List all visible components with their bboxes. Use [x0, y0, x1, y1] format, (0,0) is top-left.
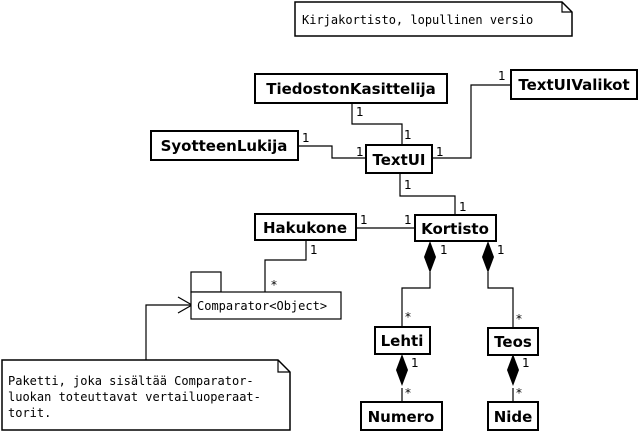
- mult-teos-end: *: [516, 312, 522, 326]
- associations: [145, 84, 514, 403]
- class-name-nide: Nide: [494, 408, 533, 426]
- class-lehti: Lehti: [374, 326, 431, 355]
- class-textui: TextUI: [365, 144, 433, 174]
- class-name-syotteenlukija: SyotteenLukija: [161, 137, 288, 155]
- package-name: Comparator<Object>: [197, 299, 327, 313]
- mult-textui-top-end: 1: [404, 128, 412, 142]
- class-name-numero: Numero: [368, 408, 435, 426]
- package-comparator: Comparator<Object>: [190, 271, 342, 320]
- mult-textuivalikot-end: 1: [498, 69, 506, 83]
- diamond-lehti-numero: [396, 354, 408, 386]
- diamond-kortisto-teos: [482, 241, 494, 273]
- mult-comparator-end: *: [271, 278, 277, 292]
- diamond-teos-nide: [507, 354, 519, 386]
- edge-note-anchor: [145, 304, 192, 360]
- package-note-line-3: torit.: [8, 406, 51, 420]
- mult-lehti-numero-end: 1: [411, 356, 419, 370]
- mult-numero-end: *: [405, 386, 411, 400]
- class-syotteenlukija: SyotteenLukija: [150, 130, 299, 161]
- mult-textui-left-end: 1: [356, 145, 364, 159]
- class-nide: Nide: [487, 401, 539, 431]
- mult-kortisto-left-end: 1: [404, 213, 412, 227]
- mult-hakukone-right-end: 1: [360, 213, 368, 227]
- class-name-tiedostonkasittelija: TiedostonKasittelija: [266, 80, 436, 98]
- class-name-hakukone: Hakukone: [263, 219, 347, 237]
- edge-tiedostonkasittelija-textui: [351, 103, 403, 146]
- class-name-textui: TextUI: [372, 151, 425, 169]
- mult-hakukone-bottom-end: 1: [310, 243, 318, 257]
- mult-nide-end: *: [516, 386, 522, 400]
- class-numero: Numero: [360, 401, 443, 431]
- composition-diamonds: [396, 241, 519, 386]
- mult-syotteenlukija-end: 1: [302, 131, 310, 145]
- mult-textui-bottom-end: 1: [404, 178, 412, 192]
- mult-kortisto-lehti-end: 1: [440, 243, 448, 257]
- edge-kortisto-lehti: [401, 272, 431, 327]
- mult-kortisto-top-end: 1: [459, 200, 467, 214]
- class-hakukone: Hakukone: [254, 213, 357, 241]
- package-note: Paketti, joka sisältää Comparator- luoka…: [1, 359, 291, 431]
- class-name-teos: Teos: [494, 333, 532, 351]
- class-kortisto: Kortisto: [414, 214, 497, 242]
- class-name-textuivalikot: TextUIValikot: [518, 76, 629, 94]
- title-note: Kirjakortisto, lopullinen versio: [294, 1, 573, 37]
- edge-kortisto-teos: [487, 272, 514, 329]
- class-name-kortisto: Kortisto: [421, 220, 489, 238]
- mult-textui-right-end: 1: [436, 145, 444, 159]
- edge-textuivalikot-textui: [432, 84, 512, 159]
- class-tiedostonkasittelija: TiedostonKasittelija: [254, 73, 448, 104]
- multiplicity-labels: 1 1 1 1 1 1 1 1 1 1 1 * 1 * 1 * 1 * 1 *: [271, 69, 530, 400]
- package-note-line-1: Paketti, joka sisältää Comparator-: [8, 374, 254, 388]
- mult-teos-nide-end: 1: [522, 356, 530, 370]
- diamond-kortisto-lehti: [424, 241, 436, 273]
- mult-tiedostonkasittelija-end: 1: [356, 105, 364, 119]
- class-textuivalikot: TextUIValikot: [510, 69, 638, 100]
- mult-lehti-end: *: [405, 310, 411, 324]
- edge-hakukone-comparator: [264, 240, 307, 292]
- class-name-lehti: Lehti: [381, 332, 424, 350]
- edge-syotteenlukija-textui: [298, 145, 366, 159]
- class-teos: Teos: [487, 327, 539, 356]
- mult-kortisto-teos-end: 1: [497, 243, 505, 257]
- title-note-text: Kirjakortisto, lopullinen versio: [302, 13, 533, 27]
- package-note-line-2: luokan toteuttavat vertailuoperaat-: [8, 390, 261, 404]
- edge-textui-kortisto: [399, 173, 456, 216]
